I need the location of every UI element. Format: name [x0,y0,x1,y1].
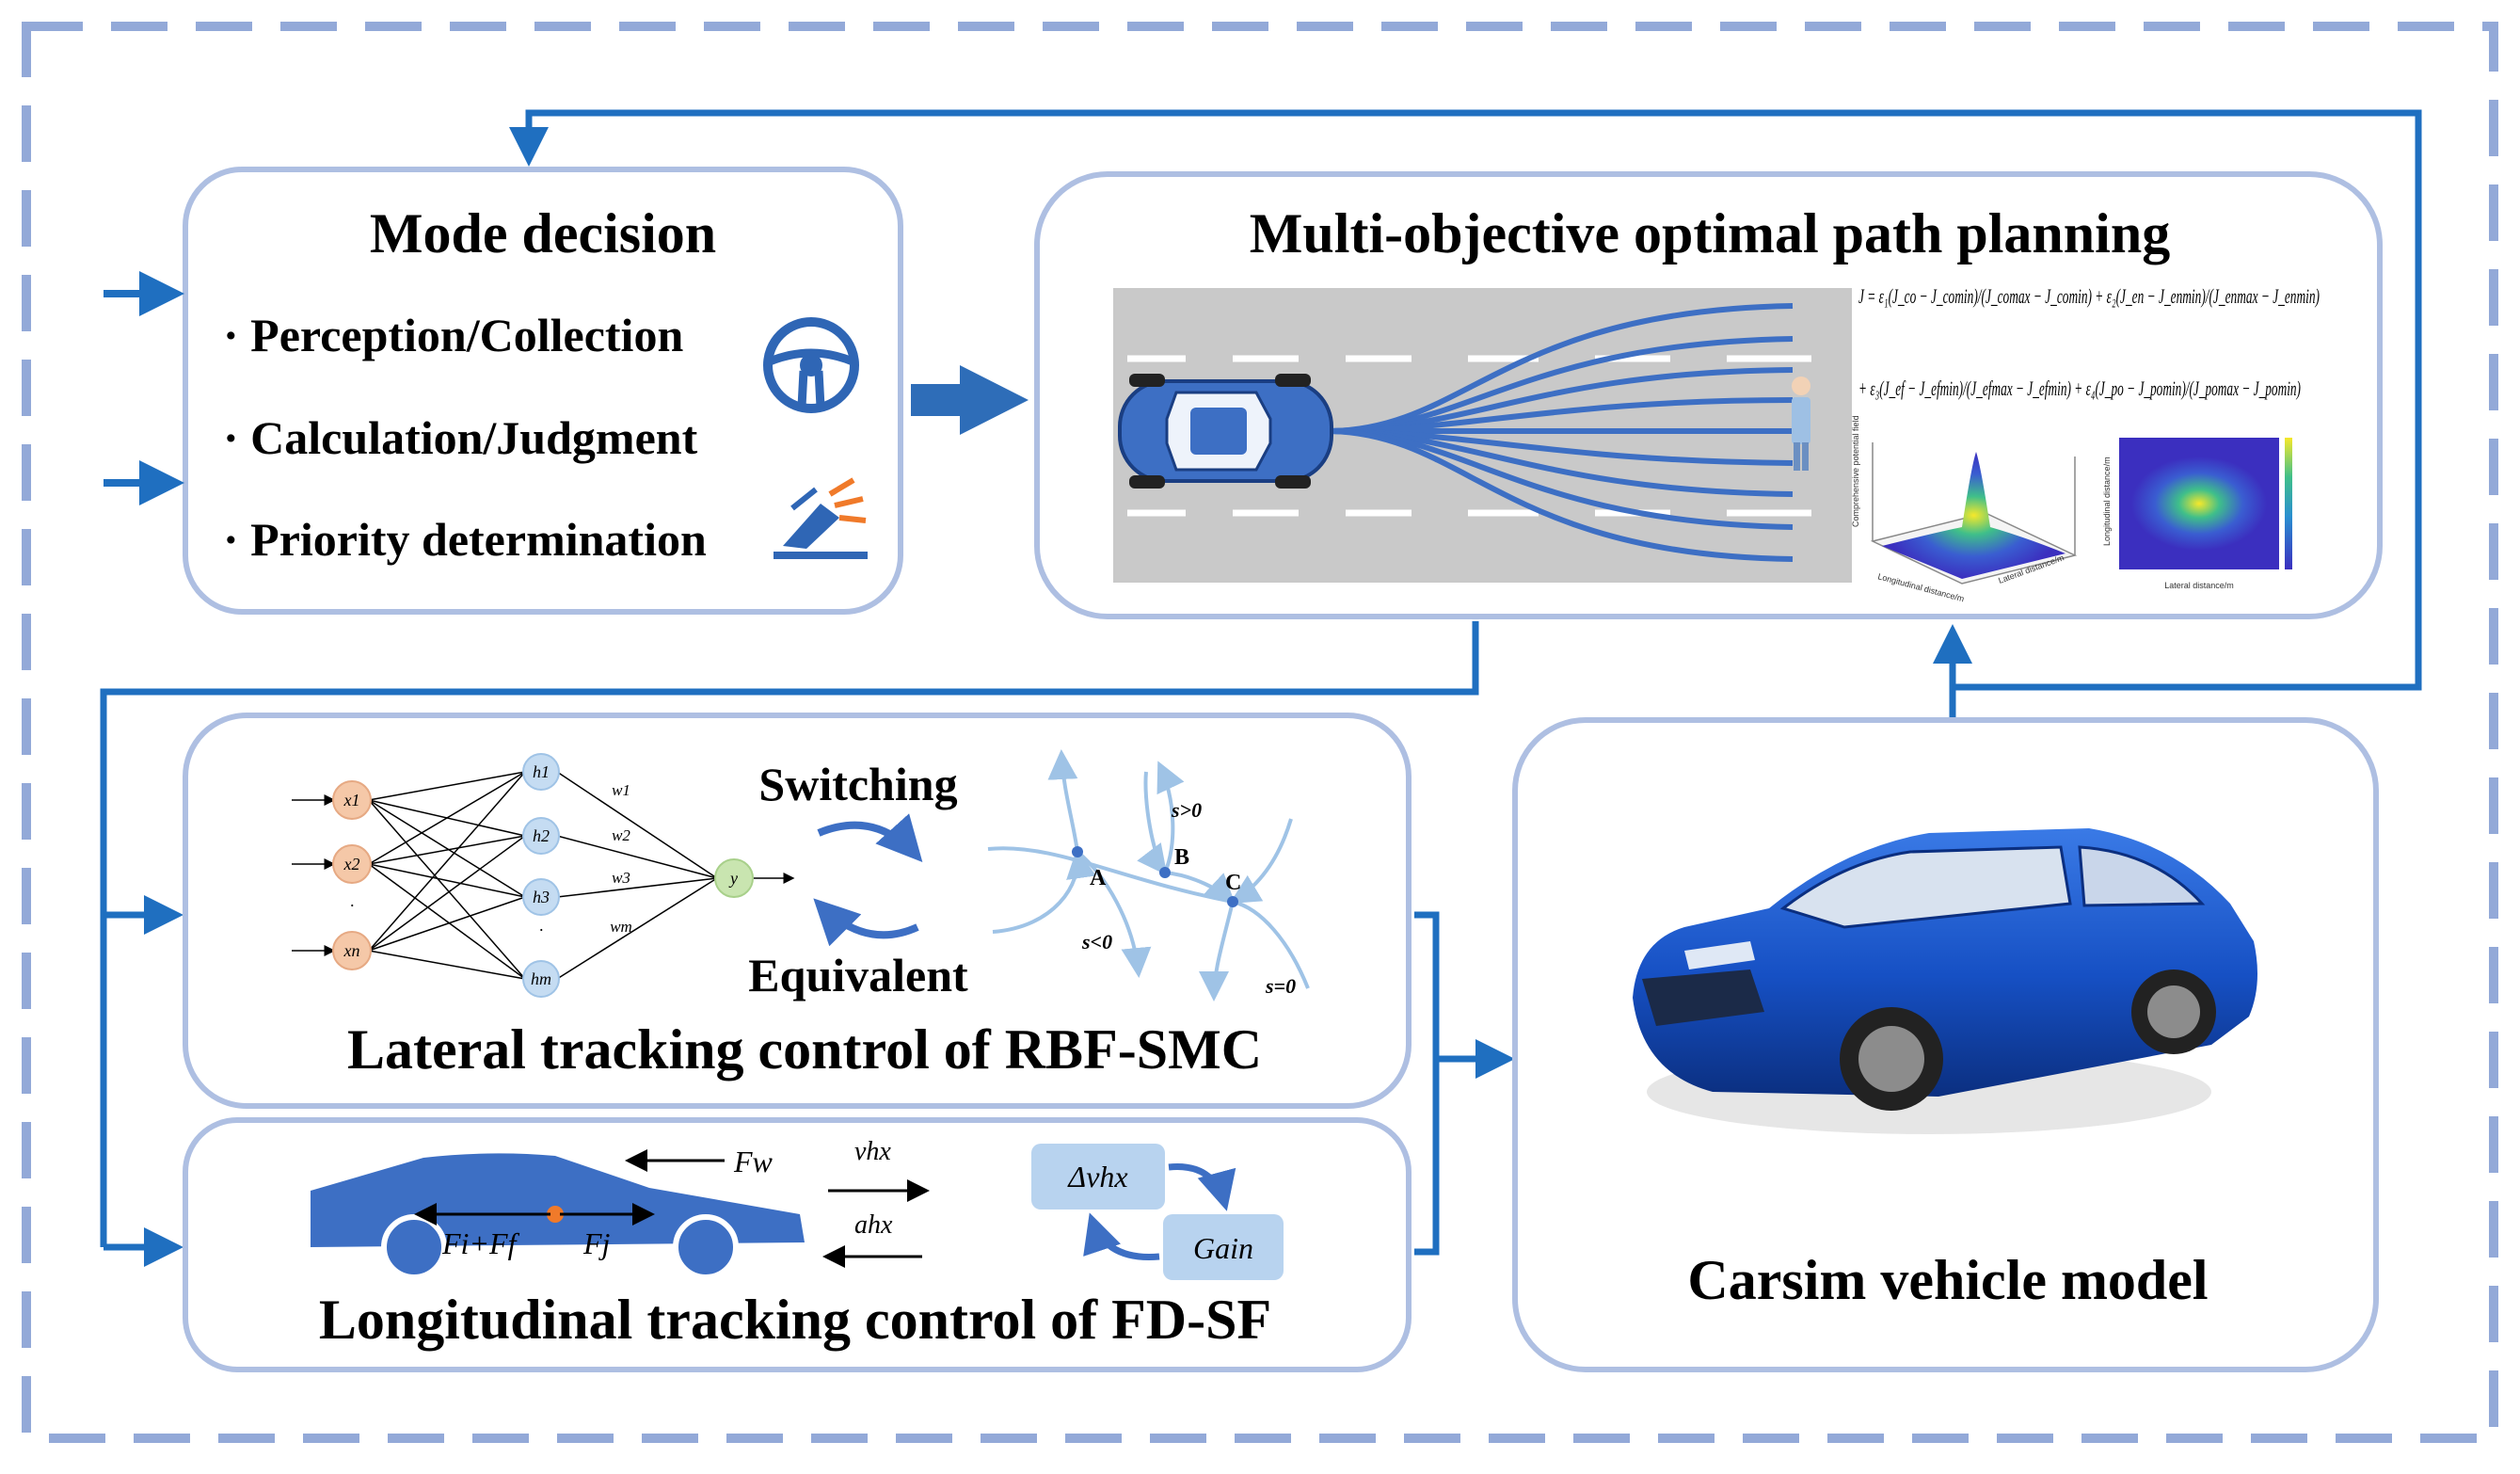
point-a-label: A [1090,866,1107,890]
weight-w1: w1 [612,781,630,799]
mode-decision-item-1: · Perception/Collection [223,309,683,361]
rbf-smc-box: x1 x2 · xn h1 h2 h3 · hm y w1 w2 w3 wm S… [183,713,1412,1109]
feedback-loop-line [509,109,2422,691]
ego-car-icon [1118,374,1333,489]
s-negative-label: s<0 [1081,930,1112,953]
hidden-nodes [522,753,560,998]
potential-heatmap-plot: Lateral distance/m Longitudinal distance… [2102,438,2292,590]
outer-dashed-frame [22,22,2498,1443]
gain-to-delta-arrow [1083,1212,1160,1260]
path-planning-box: Multi-objective optimal path planning [1034,171,2383,619]
node-h1: h1 [533,762,550,781]
road-scene [1113,288,1852,583]
mode-decision-item-3: · Priority determination [223,513,707,566]
node-x1: x1 [343,791,360,809]
point-b-label: B [1174,845,1189,870]
weight-w2: w2 [612,826,630,844]
brake-pedal-icon [774,477,868,559]
gain-label: Gain [1193,1231,1253,1265]
weight-w3: w3 [612,869,630,887]
node-h2: h2 [533,826,550,845]
surface-z-label: Comprehensive potential field [1851,415,1860,527]
signal-vhx-label: vhx [854,1137,891,1166]
equation-line-1: J = ε₁(J_co − J_comin)/(J_comax − J_comi… [1858,284,2320,308]
controls-merge-line [1414,911,1440,1256]
rbf-network: x1 x2 · xn h1 h2 h3 · hm y w1 w2 w3 wm [292,753,795,998]
rbf-smc-title: Lateral tracking control of RBF-SMC [347,1018,1262,1081]
node-xn: xn [343,941,360,960]
mode-decision-title: Mode decision [370,202,716,264]
force-fi-ff-label: Fi+Ff [441,1226,520,1260]
heatmap-y-label: Longitudinal distance/m [2102,457,2112,546]
delta-v-label: Δvhx [1066,1160,1127,1194]
force-fw-label: Fw [733,1145,774,1178]
delta-to-gain-arrow [1168,1163,1236,1211]
node-y: y [728,869,738,888]
switch-arrow-bottom [813,898,919,947]
fd-sf-box: Fw Fi+Ff Fj vhx ahx Δvhx Gain Longitudin… [183,1117,1412,1372]
fd-sf-title: Longitudinal tracking control of FD-SF [319,1289,1271,1351]
mode-decision-box: Mode decision · Perception/Collection · … [183,167,903,615]
objective-equation: J = ε₁(J_co − J_comin)/(J_comax − J_comi… [1858,284,2320,400]
node-dots-in: · [350,896,355,915]
node-x2: x2 [343,855,360,873]
node-dots-hidden: · [539,921,544,939]
carsim-car-icon [1633,828,2257,1134]
switching-label: Switching [758,758,957,810]
input-nodes [332,780,372,970]
heatmap-x-label: Lateral distance/m [2164,581,2234,590]
pedestrian-icon [1792,377,1810,471]
switch-arrow-top [817,813,923,862]
steering-wheel-icon [763,317,859,413]
s-zero-label: s=0 [1265,974,1296,998]
mode-decision-item-2: · Calculation/Judgment [223,411,698,464]
point-c-label: C [1225,871,1241,895]
gain-box [1163,1214,1284,1280]
equivalent-label: Equivalent [748,949,968,1001]
force-fj-label: Fj [582,1226,611,1260]
output-node [714,858,754,898]
equation-line-2: + ε₃(J_ef − J_efmin)/(J_efmax − J_efmin)… [1858,377,2301,400]
path-planning-title: Multi-objective optimal path planning [1250,202,2170,264]
carsim-box: Carsim vehicle model [1512,717,2379,1372]
node-hm: hm [531,969,551,988]
delta-v-box [1031,1144,1165,1210]
node-h3: h3 [533,888,550,906]
planning-to-control-line [100,621,1479,1247]
signal-ahx-label: ahx [854,1210,893,1240]
mode-to-planning-arrow [911,365,1029,435]
s-positive-label: s>0 [1171,798,1202,822]
sliding-mode-phase: A B C s>0 s<0 s=0 [987,749,1310,1001]
weight-wm: wm [610,918,632,936]
carsim-title: Carsim vehicle model [1687,1249,2208,1311]
